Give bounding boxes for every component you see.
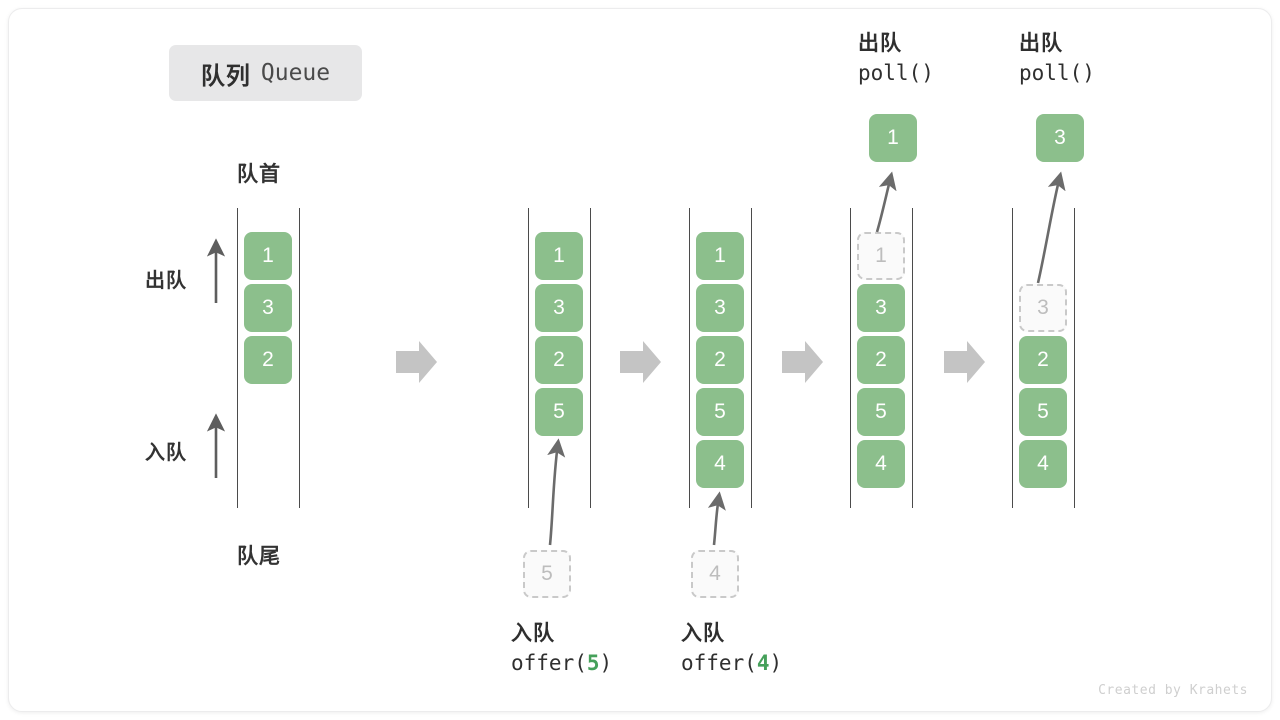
poll-3-label-code: poll() — [1019, 61, 1095, 86]
footer-credit: Created by Krahets — [1098, 683, 1248, 698]
offer-5-label: 入队 offer(5) — [511, 620, 612, 679]
offer-5-label-code: offer(5) — [511, 648, 612, 678]
queue-cell: 1 — [696, 232, 744, 280]
queue-cell: 5 — [857, 388, 905, 436]
title-english: Queue — [260, 60, 331, 86]
rail-left-1 — [528, 208, 529, 508]
queue-cell: 2 — [696, 336, 744, 384]
offer-4-label-cn: 入队 — [681, 622, 725, 645]
queue-cell: 4 — [696, 440, 744, 488]
rail-left-0 — [237, 208, 238, 508]
offer-4-label: 入队 offer(4) — [681, 620, 782, 679]
poll-3-label: 出队 poll() — [1019, 30, 1095, 89]
offer-5-code-prefix: offer( — [511, 651, 587, 676]
outgoing-ghost-cell: 3 — [1019, 284, 1067, 332]
rail-left-2 — [689, 208, 690, 508]
offer-5-code-suffix: ) — [599, 651, 613, 676]
queue-cell: 3 — [535, 284, 583, 332]
queue-cell: 4 — [857, 440, 905, 488]
incoming-ghost-cell: 4 — [691, 550, 739, 598]
rail-right-2 — [751, 208, 752, 508]
queue-cell: 2 — [1019, 336, 1067, 384]
queue-cell: 3 — [244, 284, 292, 332]
dequeue-direction-label: 出队 — [145, 270, 187, 292]
poll-1-label: 出队 poll() — [858, 30, 934, 89]
offer-4-code-value: 4 — [756, 651, 770, 676]
poll-1-label-cn: 出队 — [858, 32, 902, 55]
rail-left-4 — [1012, 208, 1013, 508]
diagram-frame — [8, 8, 1272, 712]
popped-cell: 1 — [869, 114, 917, 162]
queue-cell: 1 — [535, 232, 583, 280]
poll-3-label-cn: 出队 — [1019, 32, 1063, 55]
queue-cell: 5 — [696, 388, 744, 436]
rail-right-4 — [1074, 208, 1075, 508]
poll-1-label-code: poll() — [858, 61, 934, 86]
queue-cell: 5 — [535, 388, 583, 436]
offer-5-code-value: 5 — [586, 651, 600, 676]
diagram-title-chip: 队列 Queue — [169, 45, 362, 101]
queue-cell: 4 — [1019, 440, 1067, 488]
rail-right-1 — [590, 208, 591, 508]
queue-cell: 5 — [1019, 388, 1067, 436]
queue-cell: 2 — [244, 336, 292, 384]
incoming-ghost-cell: 5 — [523, 550, 571, 598]
offer-4-code-prefix: offer( — [681, 651, 757, 676]
outgoing-ghost-cell: 1 — [857, 232, 905, 280]
title-chinese: 队列 — [200, 62, 251, 90]
queue-cell: 3 — [857, 284, 905, 332]
rail-right-0 — [299, 208, 300, 508]
rail-left-3 — [850, 208, 851, 508]
offer-4-code-suffix: ) — [769, 651, 783, 676]
queue-tail-label: 队尾 — [237, 545, 281, 568]
offer-4-label-code: offer(4) — [681, 648, 782, 678]
rail-right-3 — [912, 208, 913, 508]
queue-cell: 2 — [857, 336, 905, 384]
queue-cell: 1 — [244, 232, 292, 280]
popped-cell: 3 — [1036, 114, 1084, 162]
queue-head-label: 队首 — [237, 163, 281, 186]
queue-cell: 2 — [535, 336, 583, 384]
enqueue-direction-label: 入队 — [145, 442, 187, 464]
queue-cell: 3 — [696, 284, 744, 332]
offer-5-label-cn: 入队 — [511, 622, 555, 645]
